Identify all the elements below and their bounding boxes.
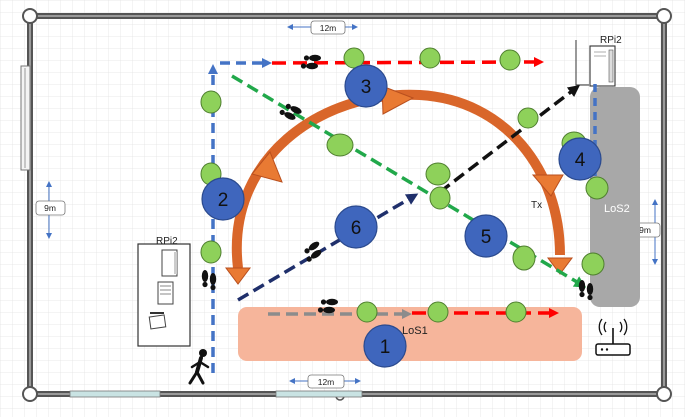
tx-label: Tx — [531, 200, 542, 211]
walking-person-icon — [188, 349, 210, 385]
path-red-top — [271, 57, 544, 68]
person-marker — [343, 47, 365, 69]
person-marker — [517, 107, 539, 129]
path-node-3-label: 3 — [361, 77, 372, 98]
person-marker — [419, 47, 441, 69]
rpi-top-right-label: RPi2 — [600, 35, 622, 46]
left-window — [20, 65, 31, 171]
path-node-2-label: 2 — [218, 190, 229, 211]
person-marker — [200, 240, 222, 264]
person-marker — [581, 252, 605, 276]
bottom-window-right — [275, 390, 363, 398]
los2-zone — [590, 87, 640, 307]
person-marker — [585, 176, 609, 200]
rpi-left: RPi2 — [137, 236, 191, 347]
path-node-2: 2 — [201, 177, 245, 221]
bottom-window-left — [69, 390, 161, 398]
person-marker — [200, 90, 222, 114]
dimension-top: 12m — [287, 20, 358, 35]
path-black-diagonal — [438, 84, 580, 194]
person-marker — [427, 301, 449, 323]
person-markers — [200, 47, 609, 323]
los1-zone — [238, 307, 582, 361]
rpi-top-right: RPi2 — [575, 35, 622, 87]
person-marker — [326, 133, 354, 157]
path-node-4: 4 — [558, 137, 602, 181]
dimension-top-label: 12m — [320, 23, 337, 33]
path-node-5: 5 — [464, 214, 508, 258]
person-marker — [512, 245, 536, 271]
los1-label: LoS1 — [402, 325, 428, 337]
dimension-left: 9m — [35, 181, 66, 239]
dimension-bottom-label: 12m — [318, 377, 335, 387]
path-node-1-label: 1 — [380, 337, 391, 358]
person-marker — [425, 162, 451, 186]
person-marker — [505, 301, 527, 323]
person-marker — [429, 186, 451, 210]
rpi-left-label: RPi2 — [156, 236, 178, 247]
dimension-right-label: 9m — [639, 225, 651, 235]
path-node-6-label: 6 — [351, 218, 362, 239]
person-marker — [499, 49, 521, 71]
path-navy-diagonal — [237, 193, 419, 302]
router-icon — [595, 318, 631, 356]
dimension-bottom: 12m — [289, 374, 361, 389]
person-marker — [356, 301, 378, 323]
path-node-6: 6 — [334, 205, 378, 249]
path-green-diagonal — [231, 74, 587, 288]
dimension-left-label: 9m — [44, 203, 56, 213]
path-node-1: 1 — [363, 324, 407, 368]
los2-label: LoS2 — [604, 203, 630, 215]
path-node-5-label: 5 — [481, 227, 492, 248]
path-node-4-label: 4 — [575, 150, 586, 171]
orange-arc-path — [225, 85, 573, 285]
path-node-3: 3 — [344, 64, 388, 108]
